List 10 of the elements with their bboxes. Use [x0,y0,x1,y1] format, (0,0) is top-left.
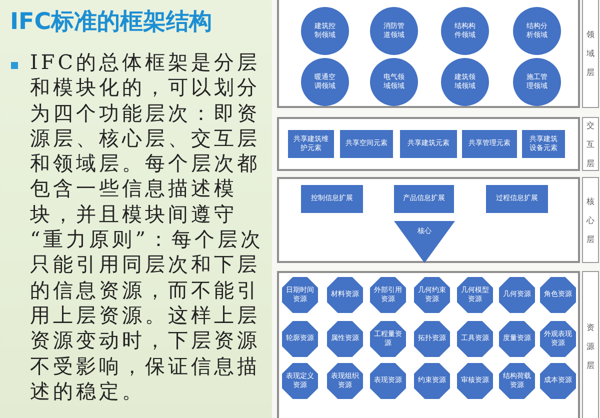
layer-label: 核心层 [582,177,599,263]
layer-panel [277,177,580,263]
layer-label: 资源层 [582,271,599,418]
title: IFC标准的框架结构 [10,8,212,37]
layer-panel [277,117,580,171]
description-paragraph: IFC的总体框架是分层和模块化的，可以划分为四个功能层次：即资源层、核心层、交互层和领域层。每个层次都包含一些信息描述模块，并且模块间遵守 “重力原则”：每个层次只能引用同层次和下层的信息资源，而不能引用上层资源。这样上层资源变动时，下层资源不受影响，保证信息描述的稳定。 [30,50,264,404]
layer-panel [277,271,580,418]
layer-label: 领域层 [582,0,599,108]
layer-label: 交互层 [582,117,599,171]
layer-panel [277,0,580,108]
